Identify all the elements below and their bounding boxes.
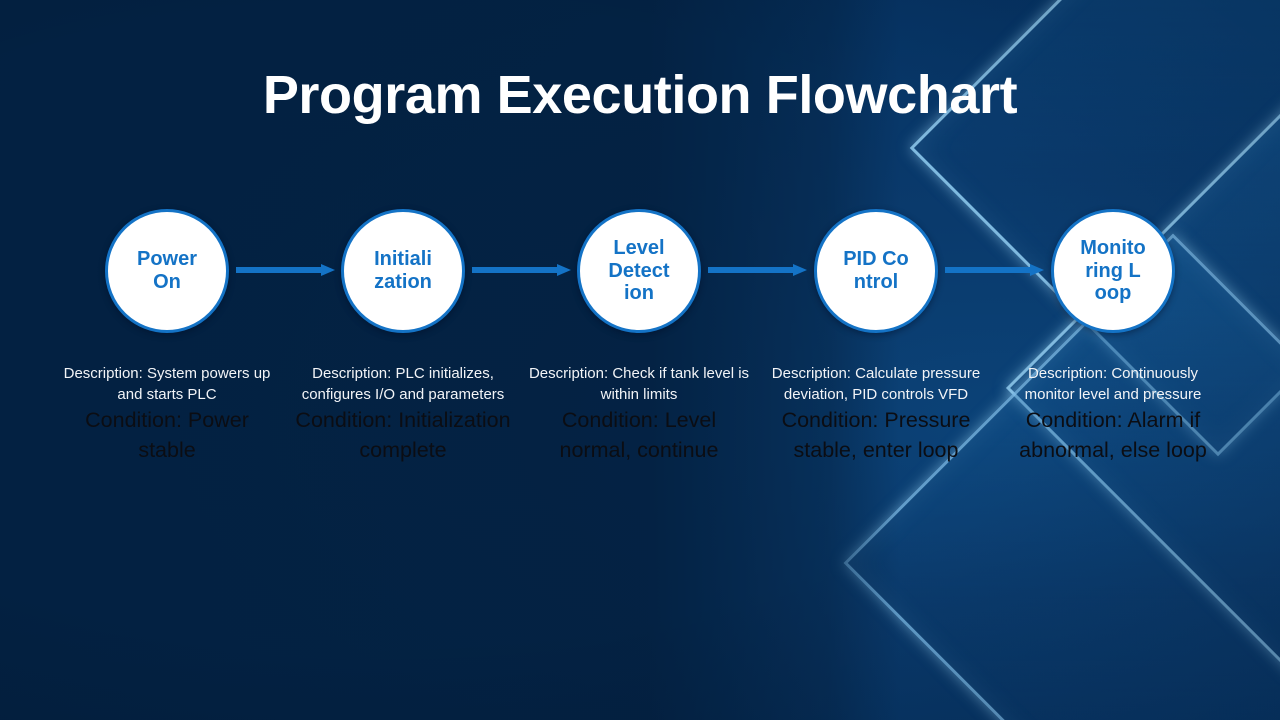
flow-node-monitoring-loop[interactable]: Monitoring Loop <box>1051 209 1175 333</box>
node-condition: Condition: Alarm if abnormal, else loop <box>1019 408 1207 463</box>
arrow-head-icon <box>557 264 571 276</box>
node-label: Initialization <box>374 248 432 293</box>
arrow-connector-3 <box>708 264 807 276</box>
node-circle: Level Detection <box>577 209 701 333</box>
arrow-connector-1 <box>236 264 335 276</box>
node-description: Description: Calculate pressure deviatio… <box>771 365 981 403</box>
page-title: Program Execution Flowchart <box>262 65 1018 125</box>
node-condition: Condition: Pressure stable, enter loop <box>781 408 971 463</box>
caption-level-detection: Description: Check if tank level is with… <box>528 364 750 466</box>
arrow-shaft <box>708 267 794 273</box>
node-label: Level Detection <box>608 236 670 305</box>
arrow-shaft <box>945 267 1031 273</box>
node-description: Description: PLC initializes, configures… <box>301 365 505 403</box>
arrow-head-icon <box>793 264 807 276</box>
caption-power-on: Description: System powers up and starts… <box>56 364 278 466</box>
flow-node-power-on[interactable]: Power On <box>105 209 229 333</box>
arrow-head-icon <box>1030 264 1044 276</box>
arrow-shaft <box>236 267 322 273</box>
node-description: Description: Continuously monitor level … <box>1024 365 1202 403</box>
arrow-shaft <box>472 267 558 273</box>
node-condition: Condition: Level normal, continue <box>559 408 719 463</box>
node-condition: Condition: Power stable <box>85 408 249 463</box>
node-condition: Condition: Initialization complete <box>295 408 511 463</box>
caption-initialization: Description: PLC initializes, configures… <box>292 364 514 466</box>
node-circle: Monitoring Loop <box>1051 209 1175 333</box>
flow-node-pid-control[interactable]: PID Control <box>814 209 938 333</box>
node-label: Power On <box>136 248 198 293</box>
node-label: PID Control <box>843 248 909 293</box>
node-label: Monitoring Loop <box>1080 236 1146 305</box>
node-circle: PID Control <box>814 209 938 333</box>
node-description: Description: Check if tank level is with… <box>528 365 750 403</box>
flow-node-initialization[interactable]: Initialization <box>341 209 465 333</box>
node-description: Description: System powers up and starts… <box>63 365 271 403</box>
node-circle: Initialization <box>341 209 465 333</box>
arrow-connector-4 <box>945 264 1044 276</box>
node-circle: Power On <box>105 209 229 333</box>
flow-node-level-detection[interactable]: Level Detection <box>577 209 701 333</box>
arrow-head-icon <box>321 264 335 276</box>
caption-monitoring-loop: Description: Continuously monitor level … <box>1002 364 1224 466</box>
caption-pid-control: Description: Calculate pressure deviatio… <box>765 364 987 466</box>
flow-node-row: Power On Initialization Level Detection <box>0 209 1280 333</box>
background-left-overlay <box>0 0 900 720</box>
arrow-connector-2 <box>472 264 571 276</box>
